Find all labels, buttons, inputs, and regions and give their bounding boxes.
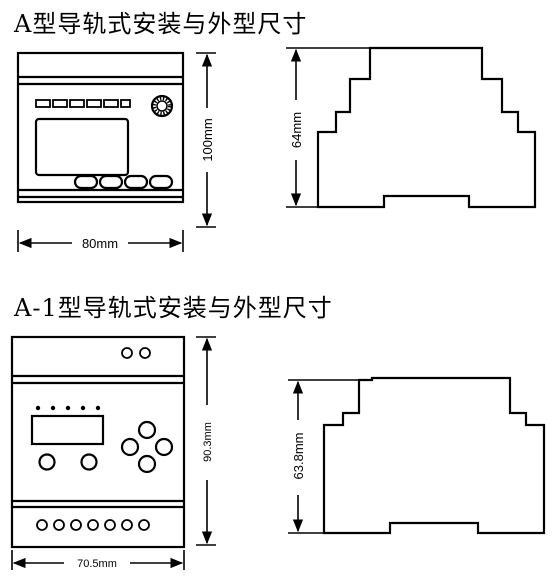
- a1-display: [30, 414, 105, 446]
- a-knob: [150, 94, 174, 118]
- a1-side-height-label: 63.8mm: [291, 433, 306, 480]
- a1-side-view: [322, 376, 546, 535]
- a1-height-label: 90.3mm: [202, 422, 214, 462]
- a-front-view: [16, 51, 185, 204]
- a-height-label: 100mm: [200, 118, 215, 161]
- a-display: [34, 117, 130, 177]
- a1-width-dimension: [11, 550, 185, 570]
- a1-front-view: [10, 335, 186, 549]
- a1-bottom-terminals: [36, 519, 150, 531]
- a-indicator-lamps: [35, 99, 131, 108]
- a-buttons: [73, 174, 174, 190]
- a-width-dimension: [17, 230, 184, 252]
- a-side-height-dimension: [286, 47, 370, 208]
- a1-indicator-dots: [35, 405, 101, 411]
- section-a-title: A型导轨式安装与外型尺寸: [14, 10, 308, 38]
- a-width-label: 80mm: [82, 236, 118, 251]
- a1-height-dimension: [196, 336, 216, 546]
- a1-width-label: 70.5mm: [77, 558, 117, 570]
- section-a1-title: A-1型导轨式安装与外型尺寸: [14, 294, 333, 322]
- a-side-height-label: 64mm: [289, 112, 304, 148]
- a1-navigation-buttons: [120, 420, 174, 474]
- a-side-view: [316, 46, 537, 209]
- a1-side-height-dimension: [288, 379, 359, 534]
- a-height-dimension: [196, 52, 216, 228]
